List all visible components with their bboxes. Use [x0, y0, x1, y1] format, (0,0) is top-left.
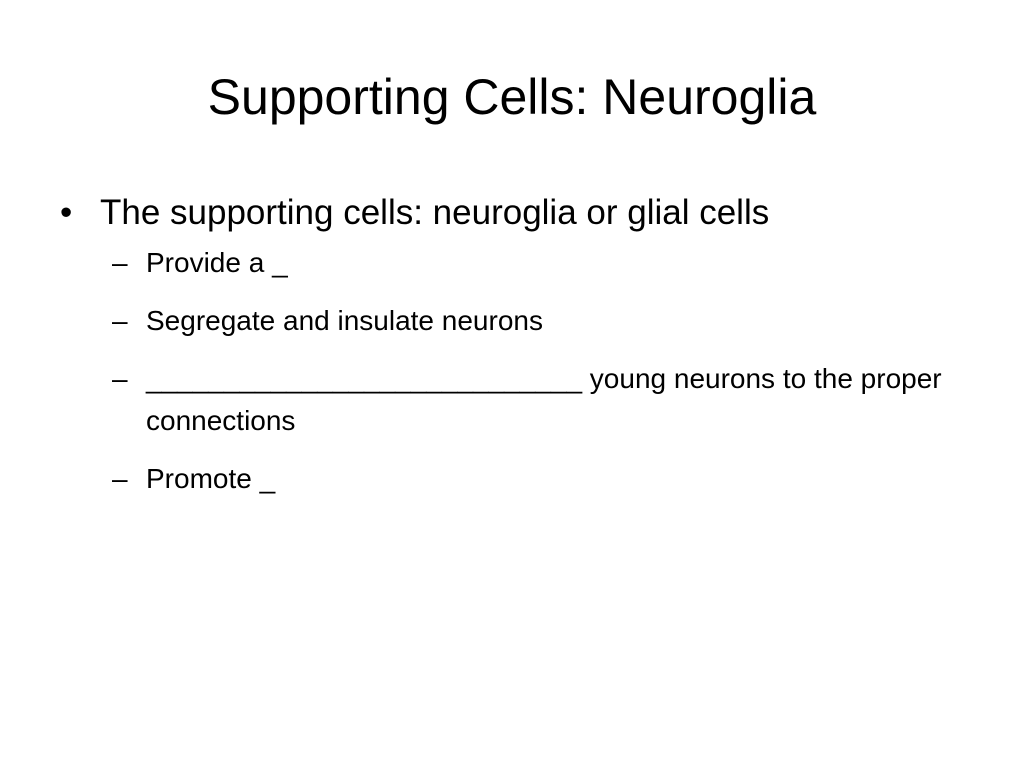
slide-content: • The supporting cells: neuroglia or gli…	[60, 186, 960, 516]
bullet-dot-icon: •	[60, 193, 73, 232]
sub-bullet-item: – Provide a _	[60, 242, 960, 284]
sub-bullet-list: – Provide a _ – Segregate and insulate n…	[60, 242, 960, 500]
sub-bullet-text: Provide a _	[146, 247, 288, 278]
dash-icon: –	[112, 247, 128, 278]
sub-bullet-item: – Promote _	[60, 458, 960, 500]
dash-icon: –	[112, 305, 128, 336]
sub-bullet-text: Promote _	[146, 463, 276, 494]
bullet-item: • The supporting cells: neuroglia or gli…	[60, 186, 960, 240]
sub-bullet-item: – Segregate and insulate neurons	[60, 300, 960, 342]
dash-icon: –	[112, 463, 128, 494]
bullet-text: The supporting cells: neuroglia or glial…	[100, 193, 770, 232]
sub-bullet-text: ____________________________ young neuro…	[146, 363, 942, 436]
sub-bullet-item: – ____________________________ young neu…	[60, 358, 960, 442]
sub-bullet-text: Segregate and insulate neurons	[146, 305, 543, 336]
dash-icon: –	[112, 363, 128, 394]
slide-title: Supporting Cells: Neuroglia	[207, 69, 817, 125]
